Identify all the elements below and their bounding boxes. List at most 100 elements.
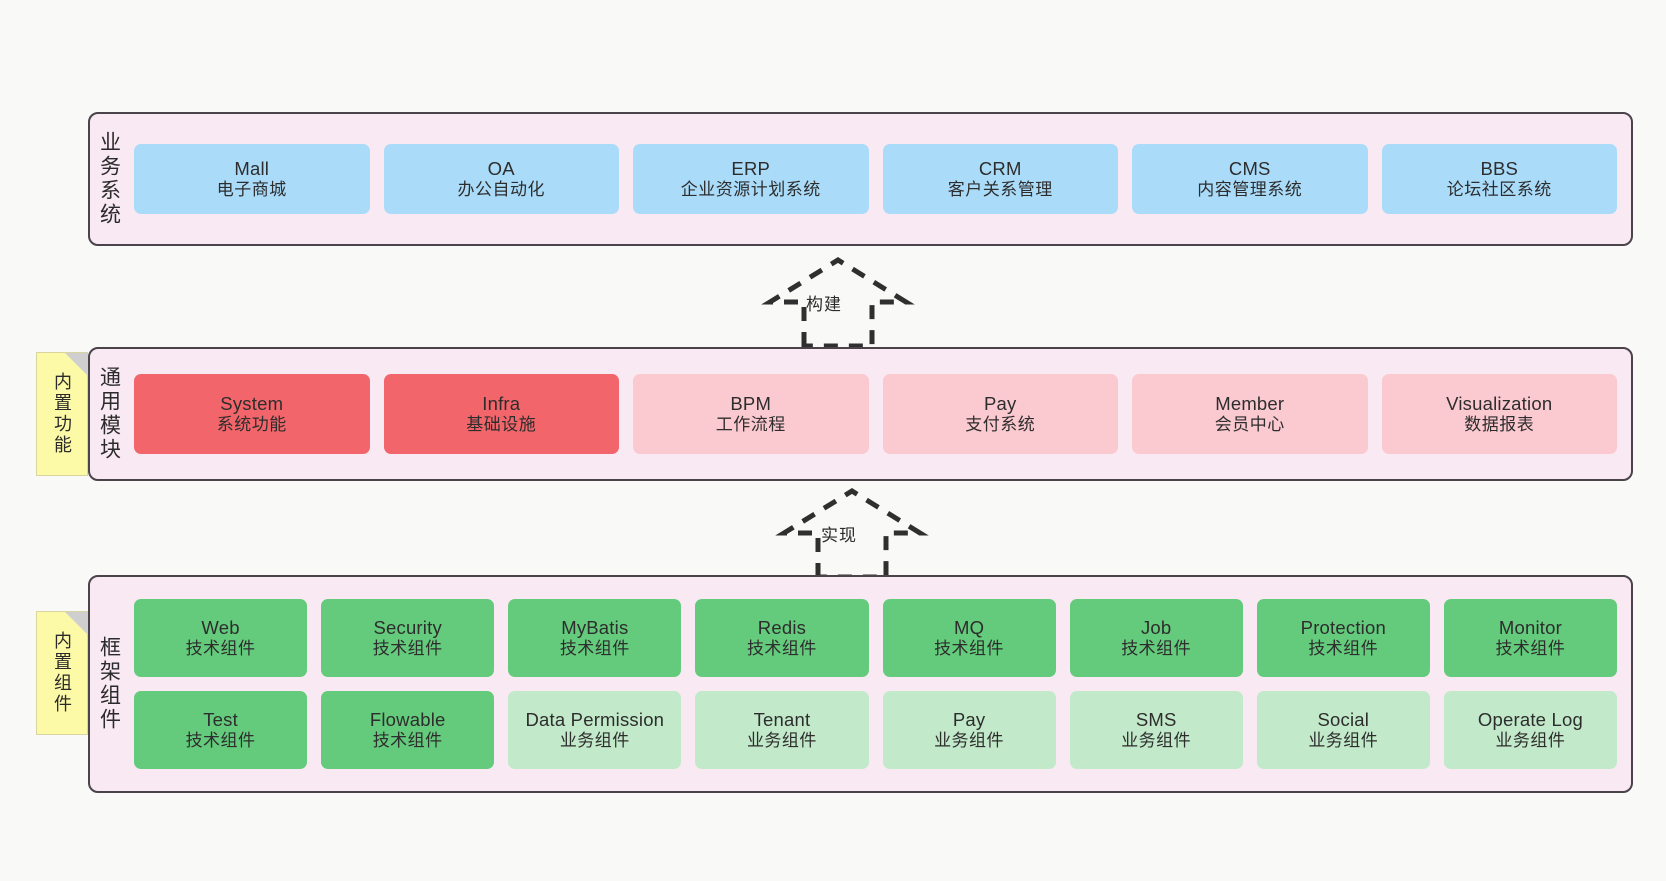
- card-pay-module-en: Pay: [984, 393, 1017, 415]
- card-visualization-en: Visualization: [1446, 393, 1553, 415]
- card-social[interactable]: Social 业务组件: [1256, 691, 1430, 769]
- card-tenant-en: Tenant: [753, 709, 811, 731]
- card-cms-en: CMS: [1228, 158, 1271, 180]
- card-pay-component-en: Pay: [952, 709, 986, 731]
- card-erp[interactable]: ERP 企业资源计划系统: [633, 144, 869, 214]
- card-operate-log[interactable]: Operate Log 业务组件: [1443, 691, 1617, 769]
- card-job-en: Job: [1140, 617, 1172, 639]
- card-monitor-en: Monitor: [1498, 617, 1562, 639]
- card-pay-component[interactable]: Pay 业务组件: [882, 691, 1056, 769]
- card-crm[interactable]: CRM 客户关系管理: [882, 144, 1118, 214]
- card-system-cn: 系统功能: [216, 414, 287, 434]
- layer-body-framework: Web 技术组件 Security 技术组件 MyBatis 技术组件 Redi…: [128, 577, 1631, 791]
- card-mq-cn: 技术组件: [934, 638, 1005, 658]
- card-redis-en: Redis: [757, 617, 807, 639]
- card-web-cn: 技术组件: [185, 638, 256, 658]
- card-web-en: Web: [201, 617, 240, 639]
- sticky-note-builtin-features: 内置功能: [36, 352, 88, 476]
- card-sms[interactable]: SMS 业务组件: [1069, 691, 1243, 769]
- card-member-cn: 会员中心: [1214, 414, 1285, 434]
- card-tenant[interactable]: Tenant 业务组件: [695, 691, 869, 769]
- card-flowable-en: Flowable: [369, 709, 446, 731]
- card-infra-cn: 基础设施: [466, 414, 537, 434]
- card-mq[interactable]: MQ 技术组件: [882, 599, 1056, 677]
- card-bbs-en: BBS: [1480, 158, 1519, 180]
- card-member-en: Member: [1215, 393, 1285, 415]
- card-oa-en: OA: [487, 158, 515, 180]
- card-bpm[interactable]: BPM 工作流程: [633, 374, 869, 454]
- card-sms-en: SMS: [1135, 709, 1177, 731]
- card-bpm-en: BPM: [730, 393, 772, 415]
- layer-body-business: Mall 电子商城 OA 办公自动化 ERP 企业资源计划系统 CRM 客户关系…: [128, 114, 1631, 244]
- card-crm-en: CRM: [978, 158, 1022, 180]
- card-pay-component-cn: 业务组件: [934, 730, 1005, 750]
- card-mall-cn: 电子商城: [216, 179, 287, 199]
- card-monitor-cn: 技术组件: [1495, 638, 1566, 658]
- layer-title-modules: 通用模块: [97, 366, 121, 462]
- card-data-permission-en: Data Permission: [525, 709, 665, 731]
- layer-body-modules: System 系统功能 Infra 基础设施 BPM 工作流程 Pay 支付系统…: [128, 349, 1631, 479]
- card-erp-cn: 企业资源计划系统: [680, 179, 821, 199]
- framework-business-row: Test 技术组件 Flowable 技术组件 Data Permission …: [134, 691, 1617, 769]
- card-data-permission[interactable]: Data Permission 业务组件: [508, 691, 682, 769]
- card-data-permission-cn: 业务组件: [559, 730, 630, 750]
- card-visualization-cn: 数据报表: [1464, 414, 1535, 434]
- layer-business-systems: 业务系统 Mall 电子商城 OA 办公自动化 ERP 企业资源计划系统 CRM…: [88, 112, 1633, 246]
- card-visualization[interactable]: Visualization 数据报表: [1381, 374, 1617, 454]
- card-infra[interactable]: Infra 基础设施: [383, 374, 619, 454]
- card-security[interactable]: Security 技术组件: [321, 599, 495, 677]
- modules-card-row: System 系统功能 Infra 基础设施 BPM 工作流程 Pay 支付系统…: [134, 374, 1617, 454]
- card-test[interactable]: Test 技术组件: [134, 691, 308, 769]
- card-pay-module-cn: 支付系统: [965, 414, 1036, 434]
- card-bpm-cn: 工作流程: [715, 414, 786, 434]
- layer-title-business: 业务系统: [97, 131, 121, 227]
- card-mybatis[interactable]: MyBatis 技术组件: [508, 599, 682, 677]
- card-protection[interactable]: Protection 技术组件: [1256, 599, 1430, 677]
- card-mall-en: Mall: [234, 158, 270, 180]
- card-operate-log-en: Operate Log: [1477, 709, 1583, 731]
- card-protection-cn: 技术组件: [1308, 638, 1379, 658]
- card-job[interactable]: Job 技术组件: [1069, 599, 1243, 677]
- business-card-row: Mall 电子商城 OA 办公自动化 ERP 企业资源计划系统 CRM 客户关系…: [134, 144, 1617, 214]
- card-mall[interactable]: Mall 电子商城: [134, 144, 370, 214]
- layer-common-modules: 通用模块 System 系统功能 Infra 基础设施 BPM 工作流程 Pay…: [88, 347, 1633, 481]
- framework-tech-row: Web 技术组件 Security 技术组件 MyBatis 技术组件 Redi…: [134, 599, 1617, 677]
- card-mq-en: MQ: [953, 617, 985, 639]
- card-system[interactable]: System 系统功能: [134, 374, 370, 454]
- card-redis-cn: 技术组件: [746, 638, 817, 658]
- card-cms[interactable]: CMS 内容管理系统: [1132, 144, 1368, 214]
- card-operate-log-cn: 业务组件: [1495, 730, 1566, 750]
- card-system-en: System: [220, 393, 284, 415]
- card-test-en: Test: [203, 709, 238, 731]
- card-oa[interactable]: OA 办公自动化: [383, 144, 619, 214]
- card-erp-en: ERP: [731, 158, 771, 180]
- card-crm-cn: 客户关系管理: [947, 179, 1053, 199]
- sticky-note-builtin-components: 内置组件: [36, 611, 88, 735]
- card-protection-en: Protection: [1300, 617, 1386, 639]
- card-test-cn: 技术组件: [185, 730, 256, 750]
- card-monitor[interactable]: Monitor 技术组件: [1443, 599, 1617, 677]
- connector-build-label: 构建: [806, 295, 842, 314]
- card-social-en: Social: [1317, 709, 1370, 731]
- card-pay-module[interactable]: Pay 支付系统: [882, 374, 1118, 454]
- layer-framework-components: 框架组件 Web 技术组件 Security 技术组件 MyBatis 技术组件…: [88, 575, 1633, 793]
- card-redis[interactable]: Redis 技术组件: [695, 599, 869, 677]
- card-job-cn: 技术组件: [1121, 638, 1192, 658]
- card-oa-cn: 办公自动化: [457, 179, 545, 199]
- card-mybatis-cn: 技术组件: [559, 638, 630, 658]
- card-flowable[interactable]: Flowable 技术组件: [321, 691, 495, 769]
- card-member[interactable]: Member 会员中心: [1132, 374, 1368, 454]
- card-tenant-cn: 业务组件: [746, 730, 817, 750]
- card-sms-cn: 业务组件: [1121, 730, 1192, 750]
- connector-implement-arrow-icon: [772, 487, 932, 587]
- card-flowable-cn: 技术组件: [372, 730, 443, 750]
- layer-title-framework: 框架组件: [97, 636, 121, 732]
- card-security-en: Security: [373, 617, 442, 639]
- card-social-cn: 业务组件: [1308, 730, 1379, 750]
- connector-build-arrow-icon: [758, 256, 918, 356]
- card-cms-cn: 内容管理系统: [1197, 179, 1303, 199]
- connector-implement-label: 实现: [821, 526, 857, 545]
- card-web[interactable]: Web 技术组件: [134, 599, 308, 677]
- card-bbs[interactable]: BBS 论坛社区系统: [1381, 144, 1617, 214]
